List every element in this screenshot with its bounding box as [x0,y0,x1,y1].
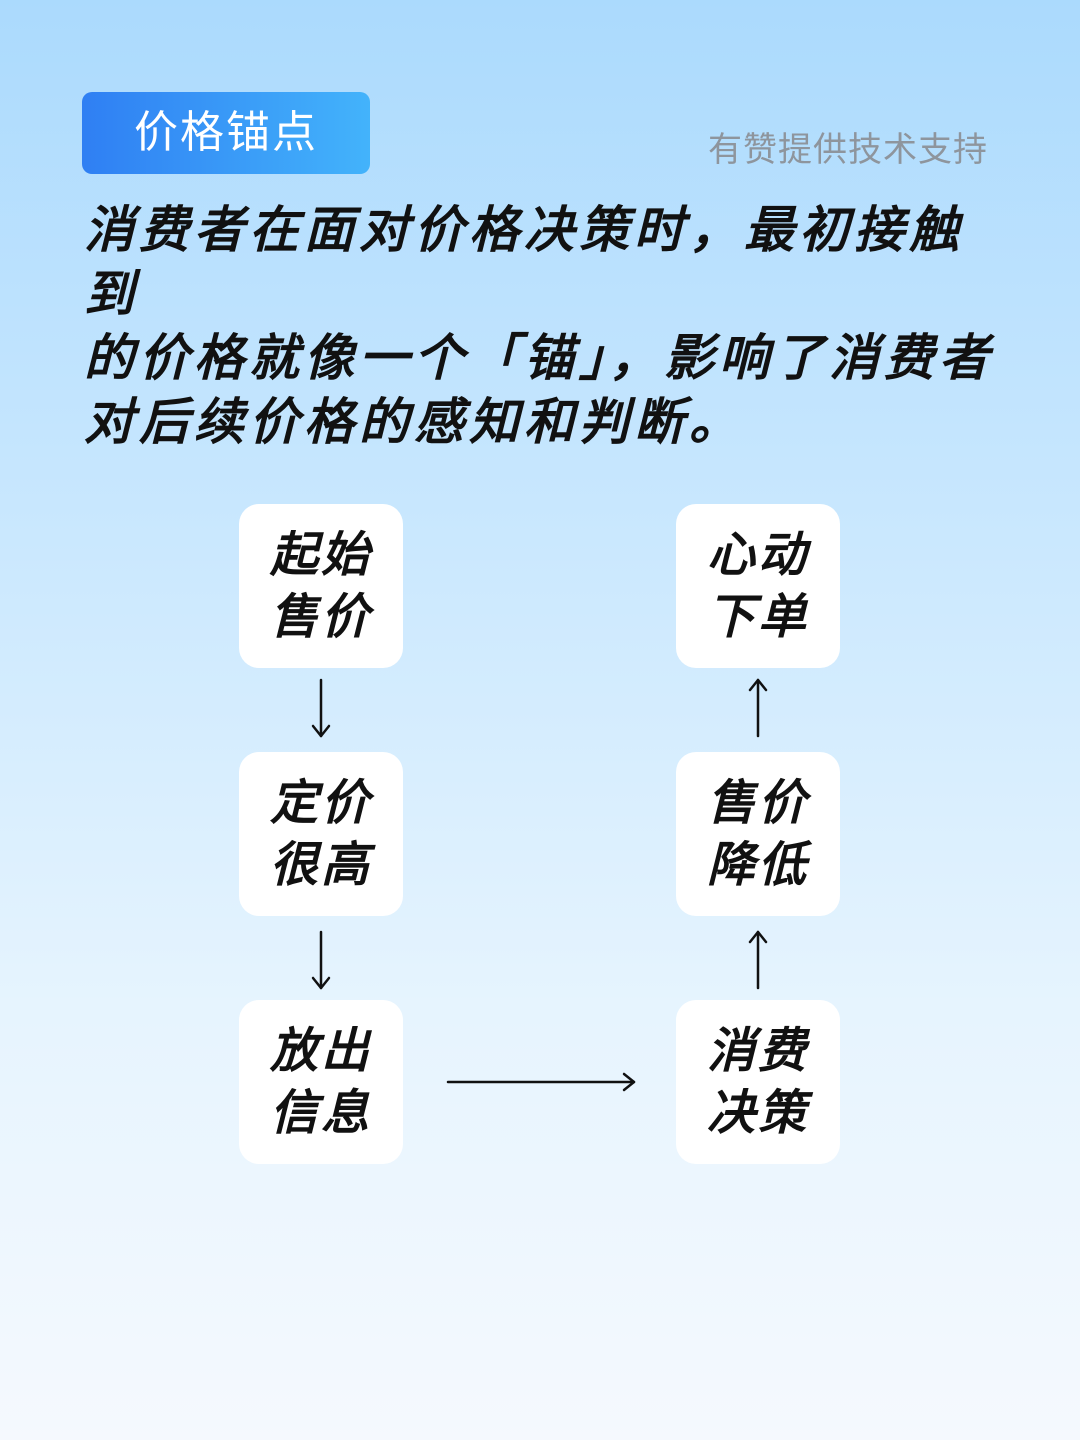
flow-node-release-info: 放出 信息 [239,1000,403,1164]
node-label-line: 决策 [706,1085,809,1141]
node-label-line: 下单 [706,589,809,645]
intro-line: 对后续价格的感知和判断。 [84,393,744,451]
arrow-right-icon [446,1072,636,1092]
node-label-line: 很高 [269,837,372,893]
arrow-up-icon [748,678,768,738]
node-label-line: 消费 [706,1023,809,1079]
node-label-line: 售价 [706,775,809,831]
arrow-up-icon [748,930,768,990]
node-label-line: 起始 [269,527,372,583]
flow-node-place-order: 心动 下单 [676,504,840,668]
node-label-line: 放出 [269,1023,372,1079]
intro-paragraph: 消费者在面对价格决策时，最初接触到 的价格就像一个「锚」，影响了消费者 对后续价… [84,198,996,454]
intro-line: 的价格就像一个「锚」，影响了消费者 [84,329,994,387]
powered-by-credit: 有赞提供技术支持 [708,130,988,170]
arrow-down-icon [311,678,331,738]
node-label-line: 定价 [269,775,372,831]
node-label-line: 降低 [706,837,809,893]
intro-line: 消费者在面对价格决策时，最初接触到 [84,201,964,323]
section-tag: 价格锚点 [82,92,370,174]
flow-node-start-price: 起始 售价 [239,504,403,668]
flow-node-price-drop: 售价 降低 [676,752,840,916]
flow-node-high-price: 定价 很高 [239,752,403,916]
node-label-line: 信息 [269,1085,372,1141]
arrow-down-icon [311,930,331,990]
flow-node-consumer-decision: 消费 决策 [676,1000,840,1164]
node-label-line: 售价 [269,589,372,645]
node-label-line: 心动 [706,527,809,583]
